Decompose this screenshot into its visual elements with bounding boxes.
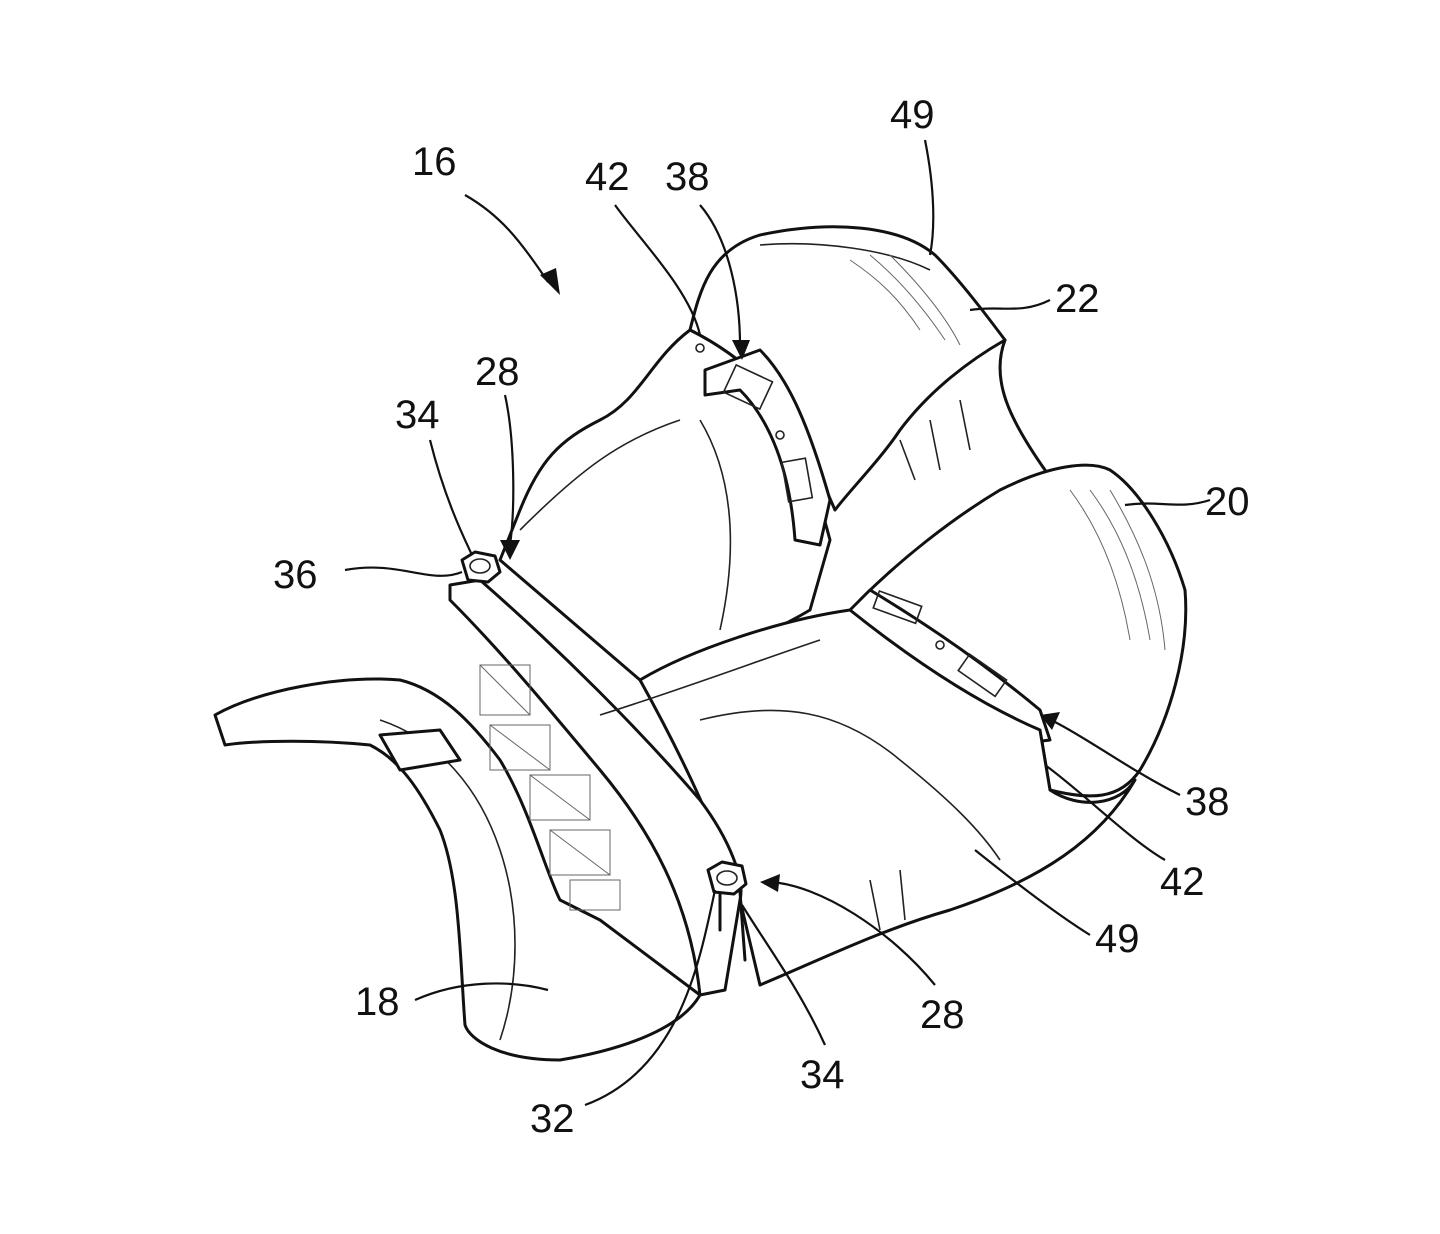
label-34-bottom: 34 xyxy=(800,1053,845,1097)
label-34-top: 34 xyxy=(395,393,440,437)
label-42-top: 42 xyxy=(585,155,630,199)
label-32: 32 xyxy=(530,1097,575,1141)
bolt-36 xyxy=(460,550,502,584)
label-18: 18 xyxy=(355,980,400,1024)
label-22: 22 xyxy=(1055,277,1100,321)
part-18 xyxy=(213,664,702,1062)
label-16: 16 xyxy=(412,140,457,184)
bolt-32 xyxy=(706,860,748,962)
label-38-top: 38 xyxy=(665,155,710,199)
label-49-bottom: 49 xyxy=(1095,917,1140,961)
label-42-right: 42 xyxy=(1160,860,1205,904)
label-20: 20 xyxy=(1205,480,1250,524)
label-49-top: 49 xyxy=(890,93,935,137)
label-38-right: 38 xyxy=(1185,780,1230,824)
leader-lines xyxy=(344,139,1211,1107)
label-28-top: 28 xyxy=(475,350,520,394)
label-28-bottom: 28 xyxy=(920,993,965,1037)
label-36: 36 xyxy=(273,553,318,597)
